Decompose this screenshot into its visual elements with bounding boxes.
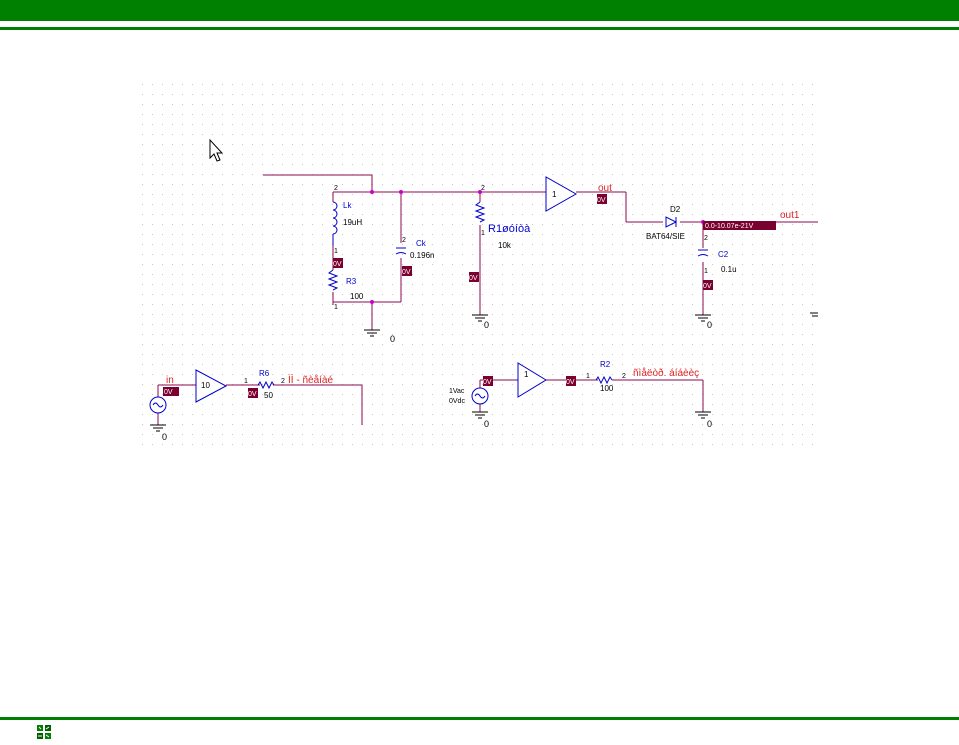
ground-symbol <box>472 314 488 322</box>
lk-pin1-label: 1 <box>334 248 338 255</box>
capacitor-ck[interactable]: Ck 0.196n <box>395 239 434 260</box>
probe-amp-right[interactable] <box>566 376 576 386</box>
r6-value: 50 <box>264 391 273 400</box>
r1-ref: R1øóíòà <box>488 223 531 235</box>
d2-value: BAT64/SIE <box>646 232 685 241</box>
r2-pin2-label: 2 <box>622 373 626 380</box>
inductor-lk[interactable]: Lk 19uH <box>332 201 362 245</box>
probe-c2-label: 0V <box>703 283 712 290</box>
amp-left-gain: 10 <box>201 381 210 390</box>
capacitor-c2[interactable]: C2 0.1u <box>697 249 737 274</box>
lk-ref: Lk <box>343 201 352 210</box>
probe-src-left-label: 0V <box>164 389 173 396</box>
amplifier-top[interactable]: 1 <box>545 176 578 212</box>
r3-pin1-label: 1 <box>334 304 338 311</box>
r6-pin1-label: 1 <box>244 378 248 385</box>
c2-pin1-label: 1 <box>704 268 708 275</box>
voltage-source-right[interactable]: 1Vac 0Vdc <box>449 387 489 405</box>
probe-r6[interactable] <box>248 388 258 398</box>
probe-ck-label: 0V <box>402 269 411 276</box>
ground-symbol <box>472 411 488 419</box>
ground-symbol <box>810 312 818 317</box>
probe-r6-label: 0V <box>248 391 257 398</box>
probe-out-label: 0V <box>597 197 606 204</box>
r6-ref: R6 <box>259 369 270 378</box>
probe-out1-label: 0.0-10.07e-21V <box>705 223 754 230</box>
probe-r1[interactable] <box>469 272 479 282</box>
src-right-dc: 0Vdc <box>449 398 465 405</box>
schematic-canvas[interactable]: 2 1 1 2 2 1 2 1 Lk 19uH R3 100 Ck 0.196n… <box>138 80 823 450</box>
lower-left-wires <box>157 384 363 425</box>
mouse-cursor-icon <box>209 138 224 162</box>
ground-label: 0 <box>707 320 712 330</box>
header-divider <box>0 27 959 30</box>
resistor-r3[interactable]: R3 100 <box>327 269 364 301</box>
ground-symbol <box>695 411 711 419</box>
r3-value: 100 <box>350 292 364 301</box>
lk-pin2-label: 2 <box>334 185 338 192</box>
voltage-source-left[interactable] <box>149 396 167 414</box>
c2-pin2-label: 2 <box>704 235 708 242</box>
amp-right-gain: 1 <box>524 370 529 379</box>
resistor-r6[interactable]: R6 50 <box>257 369 275 400</box>
probe-src-right[interactable] <box>483 376 493 386</box>
ground-symbol <box>695 314 711 322</box>
probe-r1-label: 0V <box>469 275 478 282</box>
probe-out1[interactable] <box>703 221 776 230</box>
probe-ck[interactable] <box>402 266 412 276</box>
resistor-r2[interactable]: R2 100 <box>595 360 614 393</box>
presentation-icon[interactable] <box>36 724 52 740</box>
r3-ref: R3 <box>346 277 357 286</box>
probe-c2[interactable] <box>703 280 713 290</box>
ground-label: 0 <box>162 432 167 442</box>
ck-value: 0.196n <box>410 251 434 260</box>
ground-label: 0 <box>707 419 712 429</box>
resistor-r1[interactable]: R1øóíòà 10k <box>474 201 531 250</box>
r2-ref: R2 <box>600 360 611 369</box>
diode-d2[interactable]: D2 BAT64/SIE <box>646 205 685 241</box>
ck-ref: Ck <box>416 239 427 248</box>
probe-out[interactable] <box>597 194 607 204</box>
ground-label: 0 <box>484 419 489 429</box>
net-label-out: out <box>598 183 612 194</box>
r6-pin2-label: 2 <box>281 378 285 385</box>
r1-value: 10k <box>498 241 512 250</box>
ck-pin2-label: 2 <box>402 237 406 244</box>
ground-symbol <box>364 329 380 337</box>
c2-ref: C2 <box>718 250 729 259</box>
amp-top-gain: 1 <box>552 190 557 199</box>
footer-divider <box>0 717 959 720</box>
ground-label: 0 <box>390 334 395 344</box>
ground-label: 0 <box>484 320 489 330</box>
net-label-r2: ñìåëòð. áíáèèç <box>633 367 699 379</box>
d2-ref: D2 <box>670 205 681 214</box>
r1-pin1-label: 1 <box>481 230 485 237</box>
src-right-ac: 1Vac <box>449 388 465 395</box>
lk-value: 19uH <box>343 218 362 227</box>
c2-value: 0.1u <box>721 265 737 274</box>
net-label-out1: out1 <box>780 210 800 221</box>
probe-lk[interactable] <box>333 258 343 268</box>
probe-src-left[interactable] <box>163 387 179 396</box>
net-label-r6: ÌÌ - ñèåíàé <box>288 373 333 386</box>
r1-pin2-label: 2 <box>481 185 485 192</box>
amplifier-right[interactable]: 1 <box>517 362 547 398</box>
r2-pin1-label: 1 <box>586 373 590 380</box>
net-label-in: in <box>166 375 174 386</box>
probe-lk-label: 0V <box>333 261 342 268</box>
amplifier-left[interactable]: 10 <box>195 369 228 403</box>
ground-symbol <box>150 424 166 432</box>
probe-src-right-label: 0V <box>483 379 492 386</box>
header-bar <box>0 0 959 21</box>
probe-amp-right-label: 0V <box>566 379 575 386</box>
r2-value: 100 <box>600 384 614 393</box>
